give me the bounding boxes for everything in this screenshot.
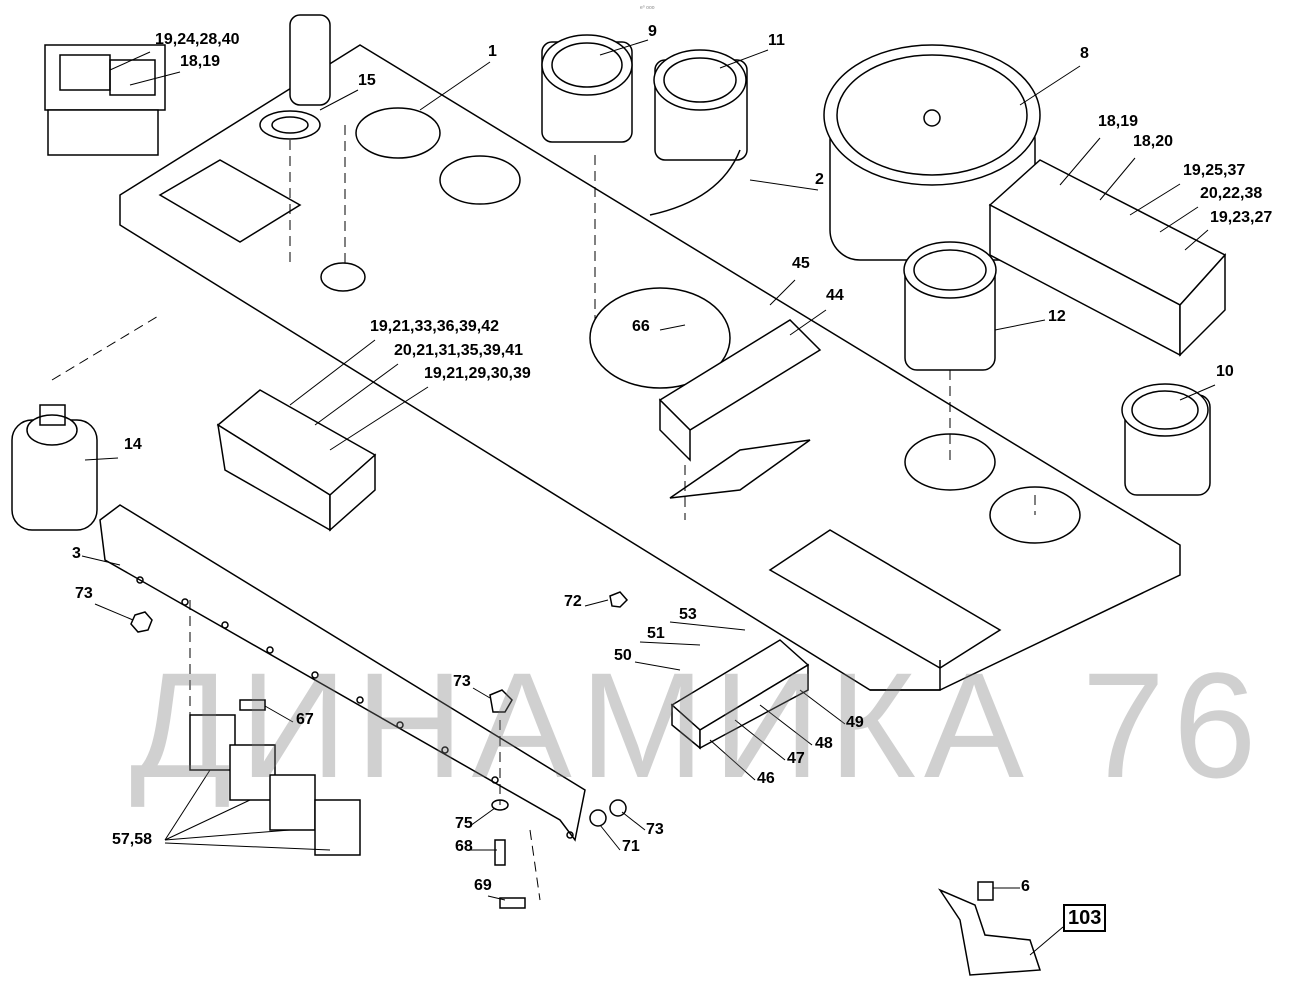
nut xyxy=(489,689,513,713)
callout-label: 19,21,33,36,39,42 xyxy=(370,318,500,335)
callout-label: 49 xyxy=(846,714,864,731)
callout-label: 45 xyxy=(792,255,810,272)
callout-label: 18,19 xyxy=(1098,113,1139,130)
callout-label: 57,58 xyxy=(112,831,153,848)
callout-label: 19,21,29,30,39 xyxy=(424,365,531,382)
callout-label: 53 xyxy=(679,606,697,623)
relay xyxy=(189,714,236,771)
bolt xyxy=(239,699,266,711)
panel-hole xyxy=(355,107,441,159)
callout-label: 73 xyxy=(646,821,664,838)
callout-label: 14 xyxy=(124,436,142,453)
nut xyxy=(609,591,629,608)
callout-label: 68 xyxy=(455,838,473,855)
bracket xyxy=(99,504,586,842)
callout-label: 75 xyxy=(455,815,473,832)
header-code: e⁰ ooo xyxy=(640,5,655,11)
callout-label: 19,24,28,40 xyxy=(155,31,240,48)
callout-label: 11 xyxy=(768,32,785,49)
callout-label: 50 xyxy=(614,647,632,664)
nut xyxy=(589,809,607,827)
callout-label: 18,20 xyxy=(1133,133,1174,150)
bolt xyxy=(494,839,506,866)
callout-label: 15 xyxy=(358,72,376,89)
callout-label: 72 xyxy=(564,593,582,610)
reference-box-103[interactable]: 103 xyxy=(1063,904,1107,932)
callout-label: 71 xyxy=(622,838,640,855)
watermark: ДИНАМИКА 76 xyxy=(130,641,1265,809)
bolt xyxy=(499,897,526,909)
panel-hole xyxy=(589,287,731,389)
callout-label: 44 xyxy=(826,287,844,304)
callout-label: 1 xyxy=(488,43,497,60)
callout-label: 10 xyxy=(1216,363,1234,380)
callout-label: 2 xyxy=(815,171,824,188)
callout-label: 67 xyxy=(296,711,314,728)
callout-label: 12 xyxy=(1048,308,1066,325)
callout-label: 73 xyxy=(75,585,93,602)
callout-label: 66 xyxy=(632,318,650,335)
callout-label: 6 xyxy=(1021,878,1030,895)
callout-label: 51 xyxy=(647,625,665,642)
callout-label: 18,19 xyxy=(180,53,221,70)
callout-label: 3 xyxy=(72,545,81,562)
callout-label: 20,22,38 xyxy=(1200,185,1263,202)
callout-label: 19,25,37 xyxy=(1183,162,1246,179)
callout-label: 19,23,27 xyxy=(1210,209,1273,226)
callout-label: 8 xyxy=(1080,45,1089,62)
callout-label: 47 xyxy=(787,750,805,767)
panel-hole xyxy=(439,155,521,205)
nut xyxy=(130,611,153,633)
callout-label: 73 xyxy=(453,673,471,690)
callout-label: 69 xyxy=(474,877,492,894)
sensor xyxy=(977,881,994,901)
dashboard-panel xyxy=(119,44,1181,691)
relay xyxy=(269,774,316,831)
callout-label: 9 xyxy=(648,23,657,40)
callout-label: 20,21,31,35,39,41 xyxy=(394,342,524,359)
horn xyxy=(937,888,1042,976)
relay xyxy=(314,799,361,856)
callout-label: 46 xyxy=(757,770,775,787)
bracket-holes xyxy=(136,576,574,839)
callout-label: 48 xyxy=(815,735,833,752)
panel-hole xyxy=(320,262,366,292)
panel-hole xyxy=(989,486,1081,544)
relay xyxy=(229,744,276,801)
